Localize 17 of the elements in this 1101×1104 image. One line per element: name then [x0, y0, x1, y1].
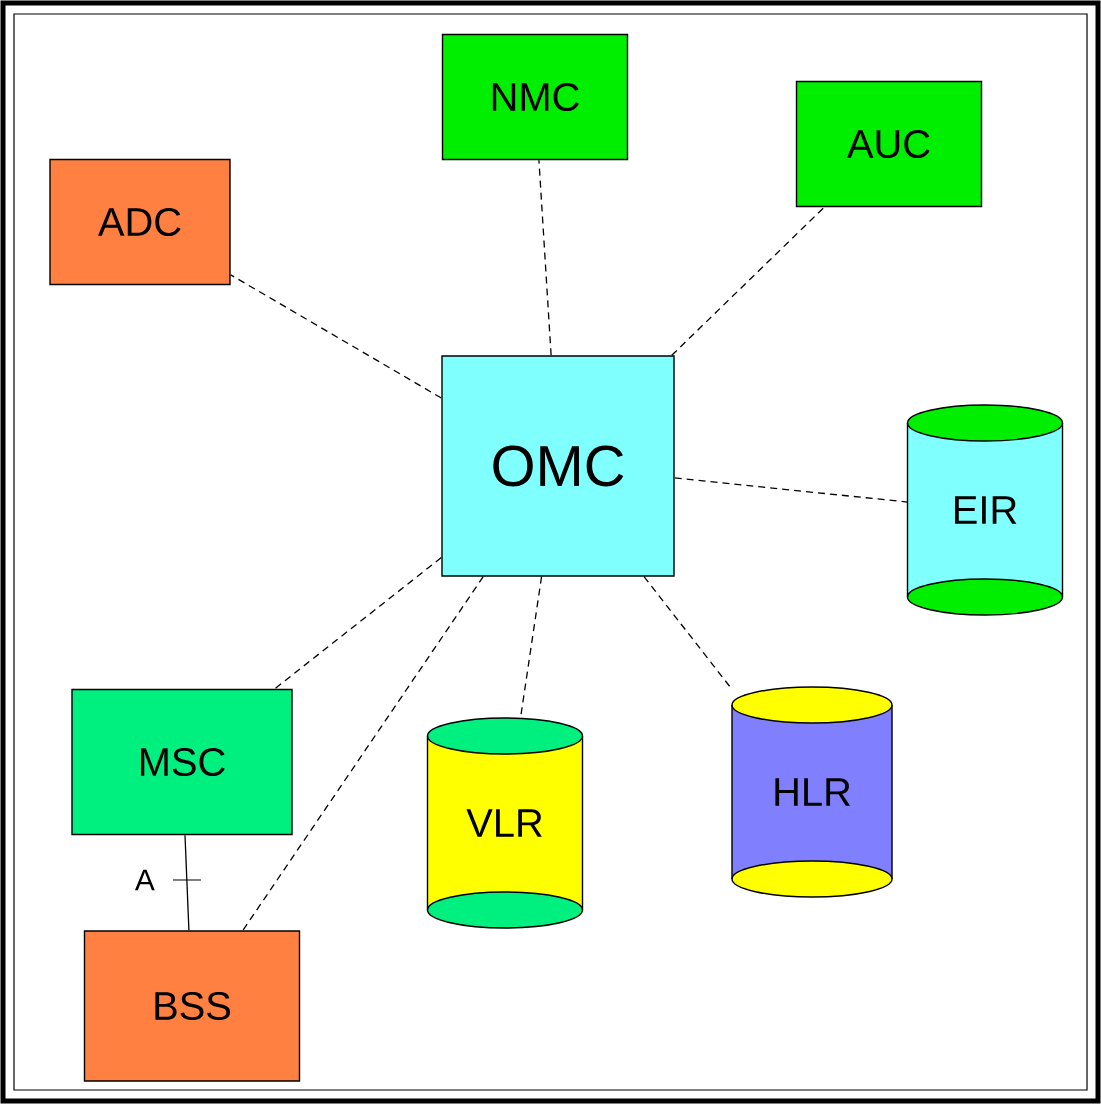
box: NMC — [441, 33, 629, 161]
cylinder: EIR — [906, 404, 1064, 616]
connector — [274, 556, 442, 690]
connector — [674, 477, 908, 503]
box: MSC — [71, 688, 293, 836]
connector — [242, 576, 484, 931]
box: ADC — [49, 158, 231, 286]
box: BSS — [83, 930, 301, 1082]
edge-label: A — [134, 869, 155, 891]
box: AUC — [795, 80, 983, 208]
connector — [230, 274, 442, 399]
connector — [184, 834, 190, 931]
cylinder: HLR — [731, 686, 893, 898]
cylinder: VLR — [426, 717, 584, 929]
connector — [538, 159, 552, 356]
connector — [671, 206, 825, 356]
box: OMC — [441, 355, 675, 577]
